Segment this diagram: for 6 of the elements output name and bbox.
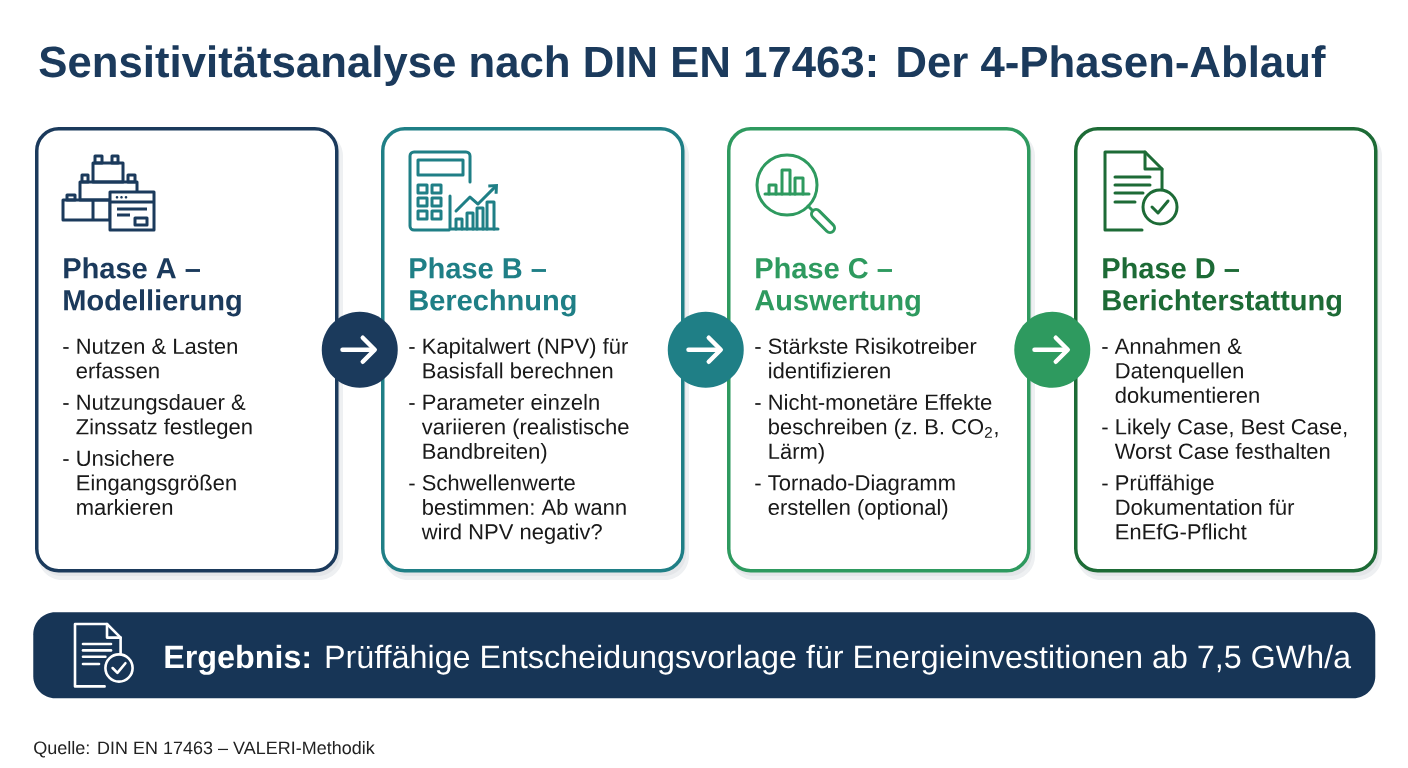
title: Sensitivitätsanalyse nach DIN EN 17463: Der 4-Phasen-Ablauf bbox=[39, 45, 1326, 87]
arrow-circle bbox=[321, 311, 398, 388]
source-note: Quelle: DIN EN 17463 – VALERI-Methodik bbox=[34, 740, 375, 758]
result-text: Ergebnis: Prüffähige Entscheidungsvorlage für Energieinvestitionen ab 7,5 GWh/a bbox=[165, 644, 1352, 675]
arrow-circle bbox=[667, 311, 744, 388]
arrow-circle bbox=[1014, 311, 1091, 388]
